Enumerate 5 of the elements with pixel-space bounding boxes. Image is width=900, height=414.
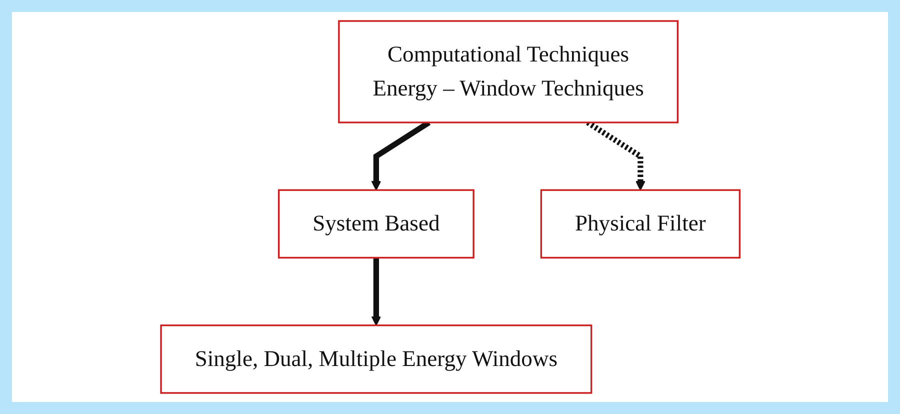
arrow <box>370 258 381 326</box>
node-box: Physical Filter <box>540 189 740 259</box>
node-box: Single, Dual, Multiple Energy Windows <box>160 324 592 394</box>
node-box: Computational Techniques Energy – Window Techniques <box>338 20 678 124</box>
node-box: System Based <box>278 189 474 259</box>
